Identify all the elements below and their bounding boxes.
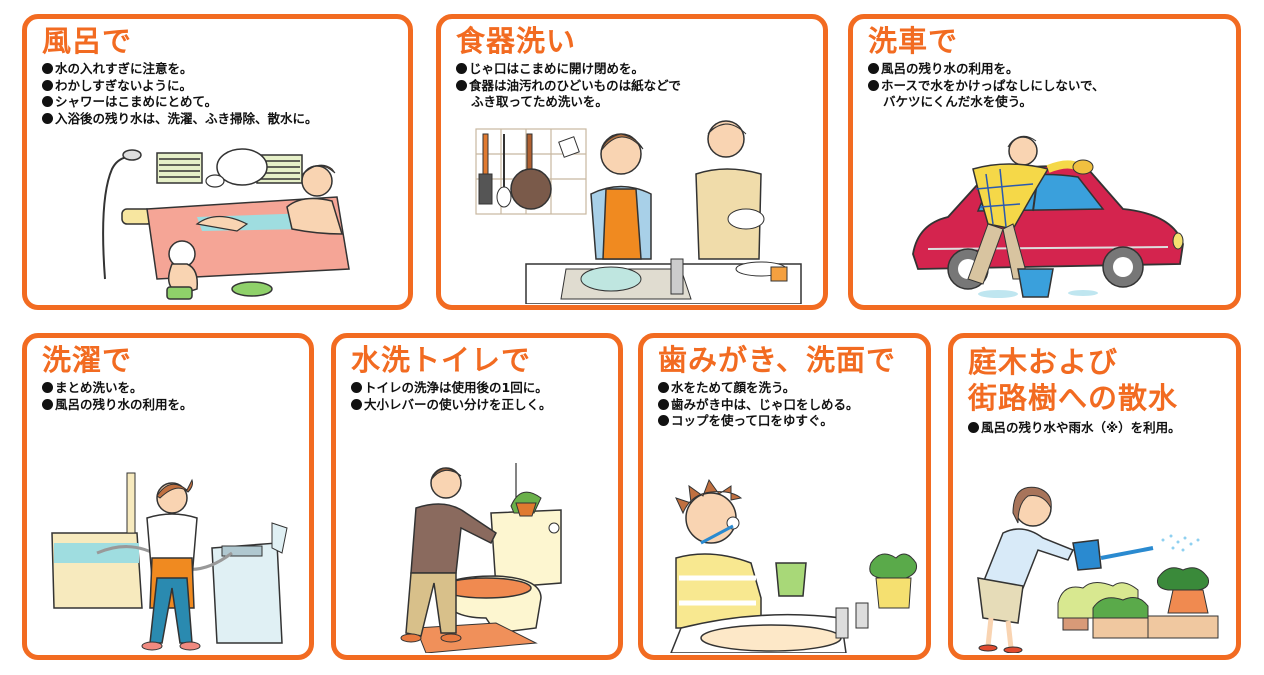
- bullet-icon: [42, 112, 53, 124]
- bullet-icon: [968, 422, 979, 433]
- tip-item: じゃ口はこまめに開け閉めを。: [456, 61, 681, 78]
- bullet-icon: [42, 79, 53, 91]
- card-bath: 風呂で 水の入れすぎに注意を。 わかしすぎないように。 シャワーはこまめにとめて…: [22, 14, 413, 310]
- card-title-line2: 街路樹への散水: [968, 381, 1179, 415]
- tip-item: 風呂の残り水の利用を。: [42, 397, 193, 414]
- card-title: 風呂で: [42, 24, 133, 58]
- card-title: 庭木および 街路樹への散水: [968, 344, 1178, 416]
- tip-item: 水をためて顔を洗う。: [658, 380, 859, 397]
- brushing-illustration: [670, 478, 917, 653]
- kitchen-illustration: [475, 120, 802, 304]
- tips-list: 水の入れすぎに注意を。 わかしすぎないように。 シャワーはこまめにとめて。 入浴…: [42, 61, 318, 127]
- card-title: 歯みがき、洗面で: [658, 343, 896, 377]
- toilet-illustration: [400, 463, 562, 653]
- card-laundry: 洗濯で まとめ洗いを。 風呂の残り水の利用を。: [22, 333, 314, 660]
- bullet-icon: [658, 382, 669, 393]
- car-wash-illustration: [912, 135, 1184, 298]
- card-garden: 庭木および 街路樹への散水 風呂の残り水や雨水（※）を利用。: [948, 333, 1241, 660]
- bullet-icon: [658, 398, 669, 410]
- bullet-icon: [456, 79, 467, 91]
- tip-item: シャワーはこまめにとめて。: [42, 94, 318, 111]
- bullet-icon: [658, 415, 669, 426]
- tip-item: 風呂の残り水の利用を。: [868, 61, 1105, 78]
- card-title: 洗車で: [868, 24, 959, 58]
- tip-item: コップを使って口をゆすぐ。: [658, 413, 859, 430]
- garden-illustration: [977, 486, 1219, 653]
- tip-item: 入浴後の残り水は、洗濯、ふき掃除、散水に。: [42, 111, 318, 128]
- tip-item: 水の入れすぎに注意を。: [42, 61, 318, 78]
- bullet-icon: [351, 382, 362, 393]
- card-title: 食器洗い: [456, 24, 577, 58]
- tip-item: トイレの洗浄は使用後の1回に。: [351, 380, 552, 397]
- tips-list: 風呂の残り水や雨水（※）を利用。: [968, 420, 1181, 437]
- tip-item: 大小レバーの使い分けを正しく。: [351, 397, 552, 414]
- card-title: 水洗トイレで: [351, 343, 532, 377]
- bullet-icon: [868, 63, 879, 74]
- tip-item: 歯みがき中は、じゃ口をしめる。: [658, 397, 859, 414]
- tips-list: 風呂の残り水の利用を。 ホースで水をかけっぱなしにしないで、バケツにくんだ水を使…: [868, 61, 1105, 111]
- bathtub-illustration: [102, 148, 350, 300]
- bullet-icon: [868, 79, 879, 91]
- card-brushing: 歯みがき、洗面で 水をためて顔を洗う。 歯みがき中は、じゃ口をしめる。 コップを…: [638, 333, 931, 660]
- laundry-illustration: [51, 472, 288, 651]
- card-toilet: 水洗トイレで トイレの洗浄は使用後の1回に。 大小レバーの使い分けを正しく。: [331, 333, 623, 660]
- card-title-line1: 庭木および: [968, 345, 1119, 379]
- card-title: 洗濯で: [42, 343, 133, 377]
- tip-item: 食器は油汚れのひどいものは紙などでふき取ってため洗いを。: [456, 78, 681, 111]
- tip-item: まとめ洗いを。: [42, 380, 193, 397]
- card-carwash: 洗車で 風呂の残り水の利用を。 ホースで水をかけっぱなしにしないで、バケツにくん…: [848, 14, 1241, 310]
- tips-list: 水をためて顔を洗う。 歯みがき中は、じゃ口をしめる。 コップを使って口をゆすぐ。: [658, 380, 859, 430]
- bullet-icon: [42, 398, 53, 410]
- bullet-icon: [42, 382, 53, 393]
- tips-list: トイレの洗浄は使用後の1回に。 大小レバーの使い分けを正しく。: [351, 380, 552, 413]
- bullet-icon: [42, 63, 53, 74]
- card-dishwashing: 食器洗い じゃ口はこまめに開け閉めを。 食器は油汚れのひどいものは紙などでふき取…: [436, 14, 828, 310]
- tip-item: わかしすぎないように。: [42, 78, 318, 95]
- tip-item: ホースで水をかけっぱなしにしないで、バケツにくんだ水を使う。: [868, 78, 1105, 111]
- bullet-icon: [351, 398, 362, 410]
- tips-list: じゃ口はこまめに開け閉めを。 食器は油汚れのひどいものは紙などでふき取ってため洗…: [456, 61, 681, 111]
- tip-item: 風呂の残り水や雨水（※）を利用。: [968, 420, 1181, 437]
- bullet-icon: [42, 96, 53, 107]
- bullet-icon: [456, 63, 467, 74]
- tips-list: まとめ洗いを。 風呂の残り水の利用を。: [42, 380, 193, 413]
